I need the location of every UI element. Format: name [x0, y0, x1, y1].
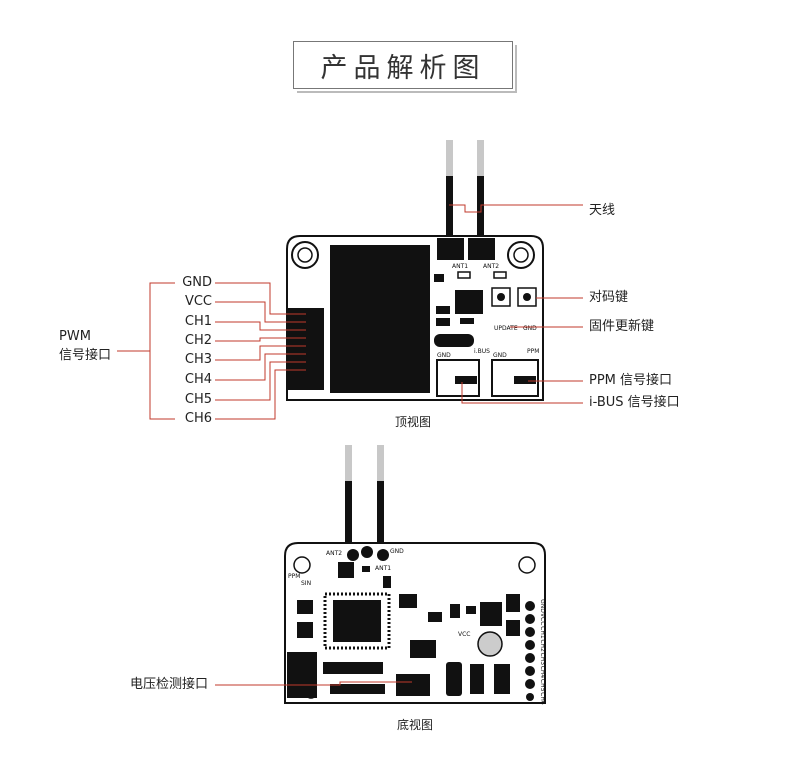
silk-gnd: GND	[523, 325, 537, 332]
leader-gnd	[215, 282, 306, 315]
bottom-leaders	[215, 681, 412, 686]
silk-b-ant1: ANT1	[375, 565, 391, 572]
leader-ch5	[215, 361, 306, 401]
ibus-connector	[436, 359, 480, 397]
leader-ch2	[215, 337, 306, 342]
pwm-leaders	[117, 282, 306, 420]
antenna-b1-wire	[345, 445, 352, 487]
leader-antenna	[449, 204, 583, 213]
silk-gnd-ibus: GND	[437, 352, 451, 359]
silk-b-pin-vcc: VCC	[539, 613, 546, 625]
pwm-label-line1: PWM	[59, 329, 91, 344]
pwm-group-label: PWM 信号接口	[59, 327, 111, 365]
silk-b-gnd: GND	[390, 548, 404, 555]
callout-antenna: 天线	[589, 203, 616, 218]
silk-b-pin-ch6: CH6	[539, 692, 546, 705]
caption-bottom-view: 底视图	[397, 718, 434, 732]
silk-b-vcc: VCC	[458, 631, 470, 638]
bottom-board: ANT2 GND ANT1 PPM SIN VCC	[284, 445, 546, 704]
pin-label-ch1: CH1	[184, 314, 212, 329]
silk-b-sin: SIN	[301, 580, 311, 587]
pin-label-ch4: CH4	[184, 372, 212, 387]
antenna-b2-wire	[377, 445, 384, 487]
bottom-right-pads	[525, 601, 535, 701]
antenna-1-coax	[446, 176, 453, 238]
ant2-connector	[468, 238, 495, 260]
callout-bind-key: 对码键	[589, 290, 629, 305]
pin-label-ch5: CH5	[184, 392, 212, 407]
rf-shield	[330, 245, 430, 393]
leader-voltage	[215, 681, 412, 686]
pin-label-vcc: VCC	[184, 294, 212, 309]
callout-firmware-key: 固件更新键	[589, 319, 655, 334]
leader-ch1	[215, 321, 306, 331]
antenna-b2-coax	[377, 481, 384, 543]
silk-update: UPDATE	[494, 325, 518, 332]
crystal	[434, 334, 474, 347]
leader-ch3	[215, 345, 306, 361]
title-shadow	[297, 45, 517, 93]
mount-hole-b-right	[518, 556, 536, 574]
silk-b-ppm: PPM	[288, 573, 300, 580]
leader-ibus	[461, 382, 583, 404]
silk-b-pin-ch4: CH4	[539, 666, 546, 679]
antenna-b1-coax	[345, 481, 352, 543]
antenna-1-wire	[446, 140, 453, 182]
silk-b-ant2: ANT2	[326, 550, 342, 557]
callout-ibus-port: i-BUS 信号接口	[589, 395, 680, 410]
silk-b-pin-ch2: CH2	[539, 639, 546, 652]
ppm-connector	[491, 359, 539, 397]
top-right-leaders	[449, 204, 583, 404]
callout-ppm-port: PPM 信号接口	[589, 373, 673, 388]
silk-b-pin-ch3: CH3	[539, 653, 546, 666]
silk-ant2: ANT2	[483, 263, 499, 270]
silk-gnd-ppm: GND	[493, 352, 507, 359]
antenna-2-wire	[477, 140, 484, 182]
pin-label-ch3: CH3	[184, 352, 212, 367]
top-board: ANT1 ANT2 UPDATE GND GND i.BUS GND PPM	[286, 140, 544, 401]
voltage-port	[396, 674, 430, 696]
ant1-connector	[437, 238, 464, 260]
caption-top-view: 顶视图	[395, 415, 432, 429]
leader-ch4	[215, 353, 306, 381]
silk-ppm: PPM	[527, 348, 539, 355]
silk-b-pin-gnd: GND	[539, 599, 546, 613]
pin-label-ch2: CH2	[184, 333, 212, 348]
callout-voltage-port: 电压检测接口	[130, 677, 209, 692]
silk-ibus: i.BUS	[474, 348, 490, 355]
silk-b-pin-ch1: CH1	[539, 626, 546, 639]
silk-ant1: ANT1	[452, 263, 468, 270]
title-frame	[293, 41, 513, 89]
pwm-label-line2: 信号接口	[59, 348, 112, 363]
pwm-header	[288, 308, 324, 390]
bottom-mcu	[333, 600, 381, 642]
bottom-connector-left	[287, 652, 317, 698]
leader-ch6	[215, 369, 306, 420]
silk-b-pin-ch5: CH5	[539, 679, 546, 692]
page-title: 产品解析图	[320, 52, 486, 84]
leader-vcc	[215, 301, 306, 323]
pin-label-ch6: CH6	[184, 411, 212, 426]
pin-label-gnd: GND	[182, 275, 212, 290]
mount-hole-b-left	[293, 556, 311, 574]
bottom-capacitor	[477, 631, 503, 657]
mcu-chip	[455, 290, 483, 314]
